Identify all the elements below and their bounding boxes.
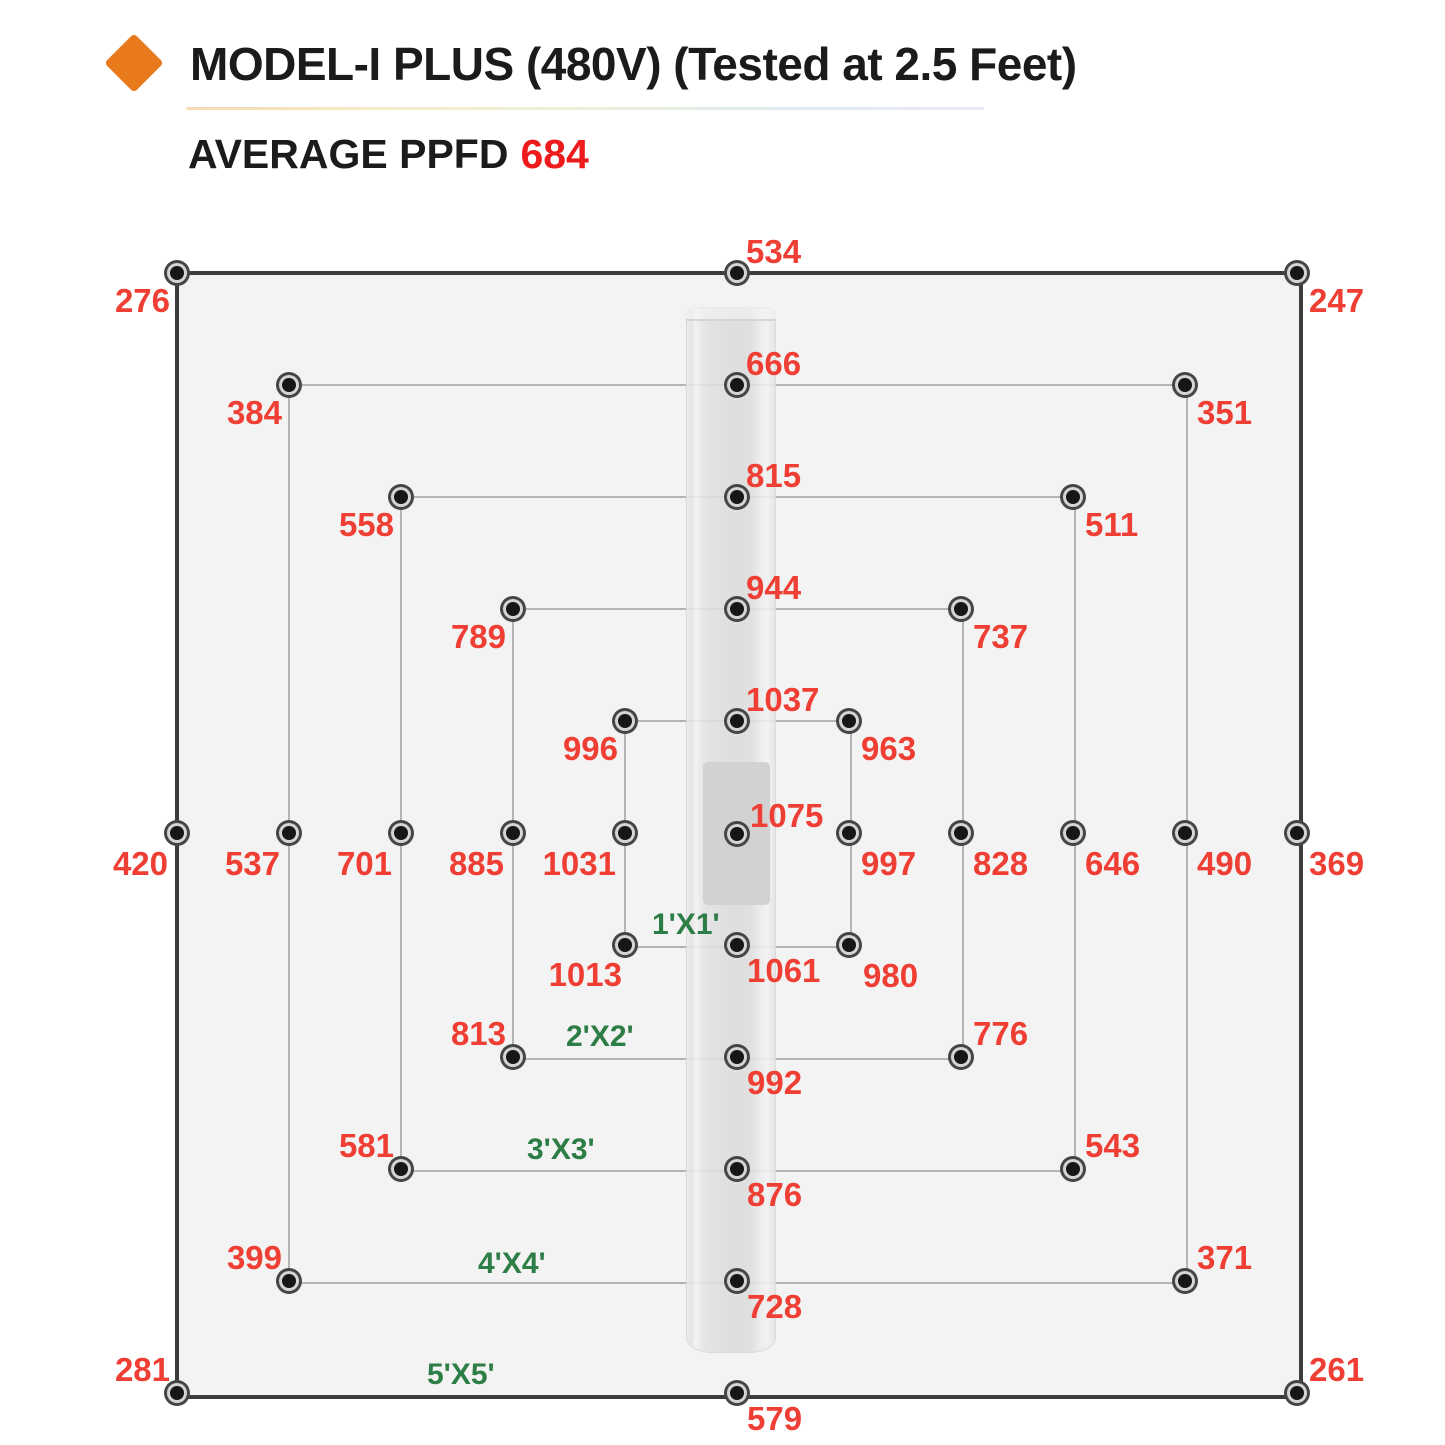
measure-dot	[954, 826, 968, 840]
ppfd-value: 247	[1309, 282, 1365, 319]
ppfd-value: 980	[863, 957, 919, 994]
page-title: MODEL-I PLUS (480V) (Tested at 2.5 Feet)	[190, 38, 1077, 90]
ring-size-label: 3'X3'	[527, 1133, 595, 1166]
ppfd-value: 997	[861, 845, 917, 882]
ppfd-value: 351	[1197, 394, 1253, 431]
measure-dot	[842, 826, 856, 840]
ppfd-value: 371	[1197, 1239, 1253, 1276]
ppfd-value: 828	[973, 845, 1029, 882]
title-divider	[186, 107, 984, 110]
measure-dot	[730, 714, 744, 728]
measure-dot	[1290, 826, 1304, 840]
measure-dot	[730, 490, 744, 504]
measure-dot	[730, 1386, 744, 1400]
ppfd-value: 646	[1085, 845, 1141, 882]
ppfd-value: 996	[562, 730, 618, 767]
ppfd-value: 963	[861, 730, 917, 767]
ppfd-value: 281	[114, 1351, 170, 1388]
measure-dot	[1178, 1274, 1192, 1288]
measure-dot	[282, 1274, 296, 1288]
ppfd-value: 1013	[548, 956, 622, 993]
measure-dot	[1066, 490, 1080, 504]
measure-dot	[394, 490, 408, 504]
measure-dot	[730, 266, 744, 280]
measure-dot	[170, 1386, 184, 1400]
ppfd-value: 399	[226, 1239, 282, 1276]
ppfd-value: 776	[973, 1015, 1029, 1052]
measure-dot	[730, 378, 744, 392]
measure-dot	[282, 378, 296, 392]
ppfd-value: 558	[338, 506, 394, 543]
measure-dot	[730, 602, 744, 616]
measure-dot	[1066, 1162, 1080, 1176]
ppfd-value: 579	[747, 1400, 803, 1437]
measure-dot	[170, 826, 184, 840]
ppfd-value: 581	[338, 1127, 394, 1164]
ppfd-value: 543	[1085, 1127, 1141, 1164]
measure-dot	[1066, 826, 1080, 840]
ppfd-value: 1037	[746, 681, 820, 718]
measure-dot	[730, 1050, 744, 1064]
ring-size-label: 5'X5'	[427, 1358, 495, 1391]
ring-size-label: 2'X2'	[566, 1020, 634, 1053]
ppfd-value: 944	[746, 569, 802, 606]
ppfd-value: 737	[973, 618, 1029, 655]
measure-dot	[394, 1162, 408, 1176]
measure-dot	[730, 1274, 744, 1288]
ppfd-value: 420	[112, 845, 168, 882]
ppfd-value: 666	[746, 345, 802, 382]
ppfd-value: 992	[747, 1064, 803, 1101]
measure-dot	[506, 826, 520, 840]
ppfd-value: 1061	[747, 952, 821, 989]
ppfd-value-center: 1075	[750, 797, 824, 834]
ppfd-value: 789	[450, 618, 506, 655]
measure-dot	[954, 1050, 968, 1064]
measure-dot	[1178, 826, 1192, 840]
ppfd-value: 876	[747, 1176, 803, 1213]
ring-size-label: 4'X4'	[478, 1247, 546, 1280]
ppfd-value: 276	[114, 282, 170, 319]
measure-dot	[618, 938, 632, 952]
ppfd-value: 1031	[542, 845, 616, 882]
ppfd-value: 369	[1309, 845, 1365, 882]
measure-dot	[618, 826, 632, 840]
ppfd-value: 490	[1197, 845, 1253, 882]
ppfd-value: 815	[746, 457, 802, 494]
measure-dot	[842, 938, 856, 952]
measure-dot	[1290, 1386, 1304, 1400]
ppfd-value: 511	[1085, 506, 1139, 543]
ppfd-value: 701	[336, 845, 392, 882]
average-ppfd-value: 684	[520, 131, 589, 177]
measure-dot	[170, 266, 184, 280]
measure-dot	[282, 826, 296, 840]
measure-dot	[730, 938, 744, 952]
ppfd-value: 813	[450, 1015, 506, 1052]
average-ppfd-label: AVERAGE PPFD	[188, 131, 509, 177]
ring-size-label: 1'X1'	[652, 908, 720, 941]
ppfd-value: 885	[448, 845, 504, 882]
ppfd-value: 261	[1309, 1351, 1365, 1388]
measure-dot	[842, 714, 856, 728]
measure-dot-center	[730, 827, 744, 841]
ppfd-value: 537	[224, 845, 280, 882]
measure-dot	[730, 1162, 744, 1176]
ppfd-value: 384	[226, 394, 282, 431]
measure-dot	[506, 1050, 520, 1064]
measure-dot	[1178, 378, 1192, 392]
measure-dot	[618, 714, 632, 728]
measure-dot	[954, 602, 968, 616]
ppfd-value: 728	[747, 1288, 803, 1325]
measure-dot	[394, 826, 408, 840]
ppfd-value: 534	[746, 233, 802, 270]
measure-dot	[506, 602, 520, 616]
measure-dot	[1290, 266, 1304, 280]
